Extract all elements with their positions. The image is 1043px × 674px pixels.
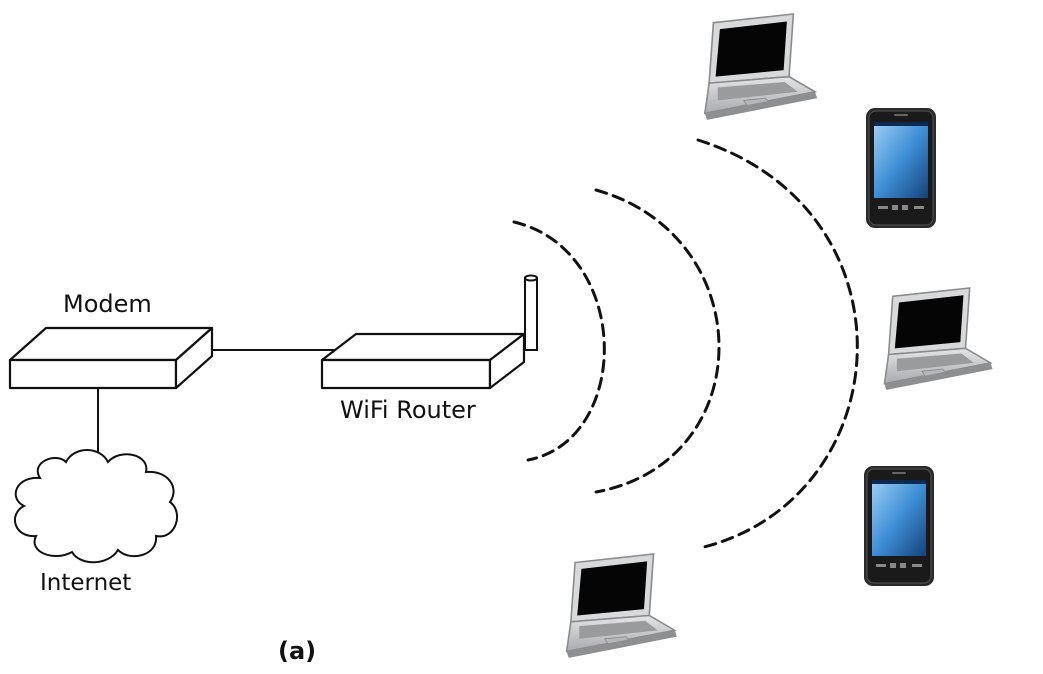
internet-label: Internet <box>40 570 132 596</box>
router-label: WiFi Router <box>340 396 476 424</box>
laptop-icon-bottom <box>565 553 678 659</box>
figure-caption: (a) <box>278 637 317 665</box>
modem-device <box>8 326 214 390</box>
signal-waves-icon <box>512 138 859 550</box>
smartphone-icon-upper <box>865 107 937 229</box>
router-device <box>320 332 526 390</box>
signal-wave-inner <box>512 220 606 462</box>
modem-label: Modem <box>63 290 152 318</box>
antenna-icon <box>524 274 538 351</box>
signal-wave-middle <box>594 188 721 494</box>
cloud-icon <box>14 449 179 564</box>
signal-wave-outer <box>696 138 859 550</box>
laptop-icon-middle <box>883 287 994 391</box>
laptop-icon-top <box>703 13 818 121</box>
smartphone-icon-lower <box>863 465 935 587</box>
